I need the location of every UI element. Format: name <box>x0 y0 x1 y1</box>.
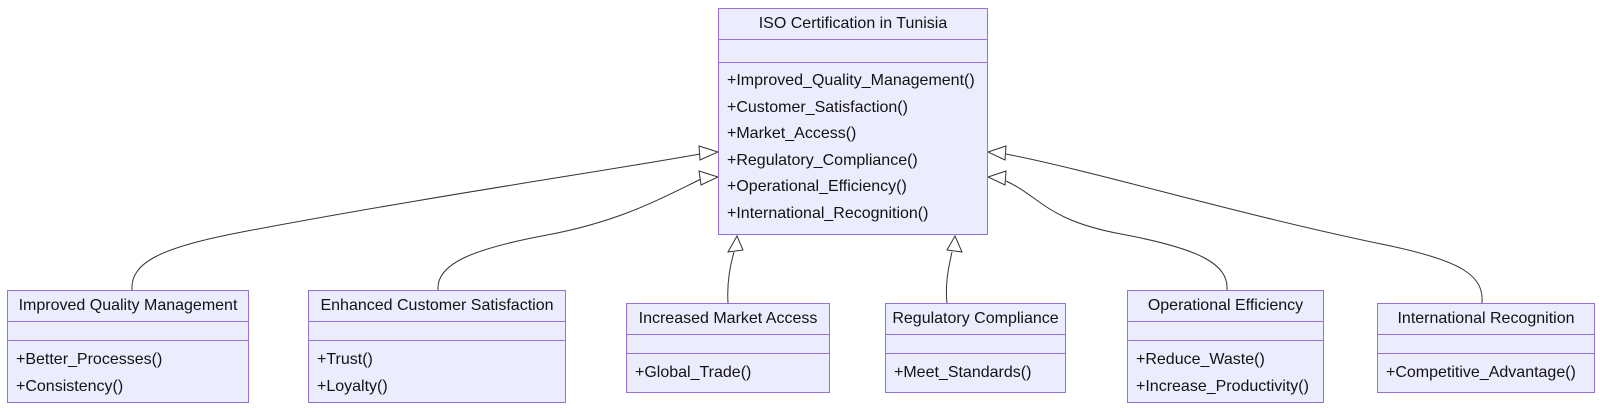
class-name: Enhanced Customer Satisfaction <box>309 291 565 322</box>
method-label: +Customer_Satisfaction() <box>727 98 908 116</box>
inheritance-arrowhead-icon <box>946 234 963 253</box>
method-label: +Reduce_Waste() <box>1136 351 1265 368</box>
method-label: +Meet_Standards() <box>894 364 1032 381</box>
inheritance-arrowhead-icon <box>698 170 720 186</box>
method-label: +Trust() <box>317 351 373 368</box>
class-box-iso-certification-in-tunisia: ISO Certification in Tunisia +Improved_Q… <box>718 8 988 235</box>
class-name: Increased Market Access <box>627 304 829 335</box>
methods-section: +Better_Processes() +Consistency() <box>8 341 248 400</box>
edge-increased-market-access <box>727 251 735 304</box>
class-box-operational-efficiency: Operational Efficiency +Reduce_Waste() +… <box>1127 290 1324 403</box>
methods-section: +Improved_Quality_Management() +Customer… <box>719 63 987 227</box>
class-name: International Recognition <box>1378 304 1594 335</box>
inheritance-arrowhead-icon <box>698 145 720 161</box>
method-label: +Consistency() <box>16 378 124 395</box>
attributes-section <box>1378 335 1594 354</box>
edge-regulatory-compliance <box>945 251 953 304</box>
class-name: ISO Certification in Tunisia <box>719 9 987 40</box>
methods-section: +Global_Trade() <box>627 354 829 386</box>
attributes-section <box>719 40 987 63</box>
class-name: Operational Efficiency <box>1128 291 1323 322</box>
methods-section: +Reduce_Waste() +Increase_Productivity() <box>1128 341 1323 400</box>
method-label: +Improved_Quality_Management() <box>727 72 975 89</box>
class-box-increased-market-access: Increased Market Access +Global_Trade() <box>626 303 830 393</box>
class-box-regulatory-compliance: Regulatory Compliance +Meet_Standards() <box>885 303 1066 393</box>
class-name: Regulatory Compliance <box>886 304 1065 335</box>
class-box-international-recognition: International Recognition +Competitive_A… <box>1377 303 1595 393</box>
class-box-enhanced-customer-satisfaction: Enhanced Customer Satisfaction +Trust() … <box>308 290 566 403</box>
inheritance-arrowhead-icon <box>986 170 1007 186</box>
attributes-section <box>309 322 565 341</box>
method-label: +Global_Trade() <box>635 364 752 381</box>
method-label: +Competitive_Advantage() <box>1386 364 1576 381</box>
attributes-section <box>627 335 829 354</box>
method-label: +Better_Processes() <box>16 351 163 368</box>
methods-section: +Competitive_Advantage() <box>1378 354 1594 386</box>
attributes-section <box>1128 322 1323 341</box>
edge-enhanced-customer-satisfaction <box>437 178 702 291</box>
method-label: +International_Recognition() <box>727 204 929 222</box>
edge-improved-quality-management <box>131 153 701 291</box>
method-label: +Loyalty() <box>317 378 388 395</box>
edge-international-recognition <box>1005 153 1483 304</box>
methods-section: +Meet_Standards() <box>886 354 1065 386</box>
class-name: Improved Quality Management <box>8 291 248 322</box>
method-label: +Regulatory_Compliance() <box>727 151 918 169</box>
methods-section: +Trust() +Loyalty() <box>309 341 565 400</box>
method-label: +Operational_Efficiency() <box>727 178 907 195</box>
attributes-section <box>8 322 248 341</box>
class-box-improved-quality-management: Improved Quality Management +Better_Proc… <box>7 290 249 403</box>
method-label: +Market_Access() <box>727 125 857 142</box>
edge-operational-efficiency <box>1005 180 1228 291</box>
inheritance-arrowhead-icon <box>986 145 1007 161</box>
attributes-section <box>886 335 1065 354</box>
method-label: +Increase_Productivity() <box>1136 378 1309 395</box>
inheritance-arrowhead-icon <box>727 234 744 253</box>
